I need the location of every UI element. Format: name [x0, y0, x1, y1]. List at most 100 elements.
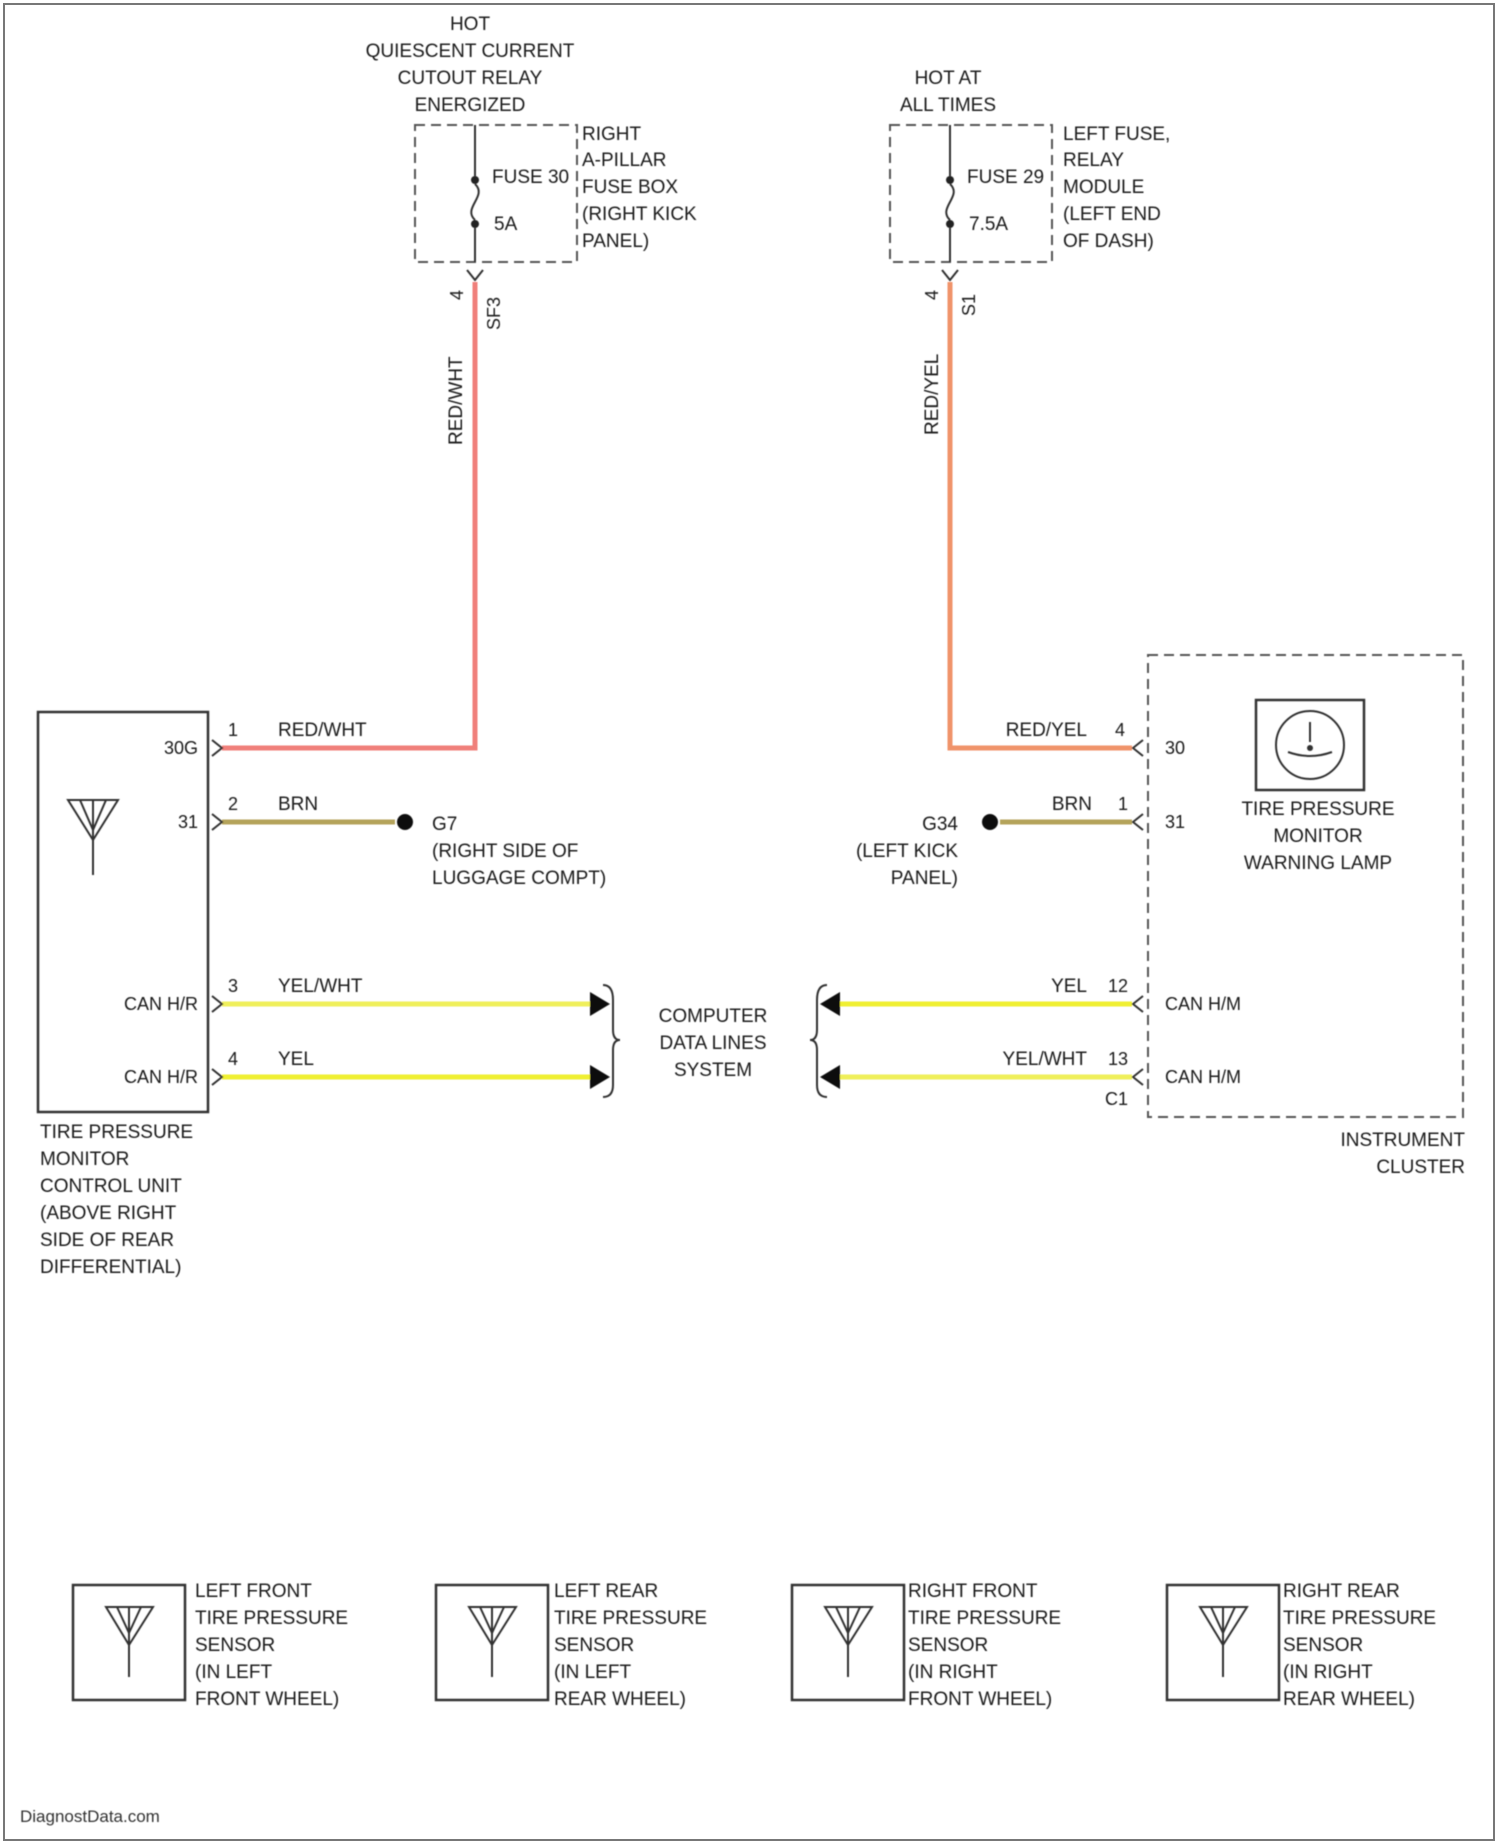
- fuse-left-location-1: RIGHT: [582, 124, 642, 145]
- fuse-left-location-2: A-PILLAR: [582, 150, 666, 171]
- data-lines-label-1: COMPUTER: [659, 1006, 768, 1027]
- cu-label-2: MONITOR: [40, 1149, 129, 1170]
- data-lines-label-3: SYSTEM: [674, 1060, 752, 1081]
- cu-pin-1-number: 1: [228, 720, 238, 740]
- fuse-left-source-2: QUIESCENT CURRENT: [366, 41, 575, 62]
- sensor-left-front-label-4: (IN LEFT: [195, 1662, 272, 1683]
- fuse-left-location-5: PANEL): [582, 231, 649, 252]
- sensor-left-front-label-5: FRONT WHEEL): [195, 1689, 339, 1710]
- fuse-left-source-4: ENERGIZED: [415, 95, 526, 116]
- ic-pin-can-high-name: CAN H/M: [1165, 994, 1241, 1014]
- ground-right-location-1: (LEFT KICK: [856, 841, 958, 862]
- fuse-right-pin: 4: [922, 290, 942, 300]
- ground-left-name: G7: [432, 814, 457, 835]
- fuse-right-location-4: (LEFT END: [1063, 204, 1161, 225]
- fuse-right-location-2: RELAY: [1063, 150, 1124, 171]
- sensor-right-front-label-5: FRONT WHEEL): [908, 1689, 1052, 1710]
- fuse-left-source-1: HOT: [450, 14, 491, 35]
- fuse-right-rating: 7.5A: [969, 214, 1008, 235]
- wire-left-power-vertical-label: RED/WHT: [446, 356, 467, 445]
- fuse-right-name: FUSE 29: [967, 167, 1044, 188]
- ground-left-location-2: LUGGAGE COMPT): [432, 868, 606, 889]
- fuse-left-connector: SF3: [484, 297, 504, 330]
- ic-pin-can-low-name: CAN H/M: [1165, 1067, 1241, 1087]
- wire-left-power-label: RED/WHT: [278, 720, 367, 741]
- wire-right-power-label: RED/YEL: [1006, 720, 1087, 741]
- ground-left-icon: [397, 814, 413, 830]
- sensor-left-front-label-1: LEFT FRONT: [195, 1581, 312, 1602]
- fuse-right-location-5: OF DASH): [1063, 231, 1154, 252]
- sensor-right-front-label-2: TIRE PRESSURE: [908, 1608, 1061, 1629]
- sensor-right-rear-label-4: (IN RIGHT: [1283, 1662, 1373, 1683]
- fuse-left-location-3: FUSE BOX: [582, 177, 678, 198]
- sensor-right-front-label-1: RIGHT FRONT: [908, 1581, 1038, 1602]
- ground-left-location-1: (RIGHT SIDE OF: [432, 841, 578, 862]
- sensor-left-rear-label-4: (IN LEFT: [554, 1662, 631, 1683]
- fuse-right-source-1: HOT AT: [915, 68, 982, 89]
- sensor-right-rear-label-2: TIRE PRESSURE: [1283, 1608, 1436, 1629]
- cu-label-6: DIFFERENTIAL): [40, 1257, 181, 1278]
- cu-pin-4-name: CAN H/R: [124, 1067, 198, 1087]
- wire-left-can-low-label: YEL: [278, 1049, 314, 1070]
- wire-right-can-high-label: YEL: [1051, 976, 1087, 997]
- cu-pin-2-number: 2: [228, 794, 238, 814]
- fuse-left-rating: 5A: [494, 214, 518, 235]
- cu-pin-3-number: 3: [228, 976, 238, 996]
- fuse-right-location-1: LEFT FUSE,: [1063, 124, 1170, 145]
- sensor-left-front-label-2: TIRE PRESSURE: [195, 1608, 348, 1629]
- cluster-label-2: CLUSTER: [1376, 1157, 1465, 1178]
- sensor-left-rear-label-2: TIRE PRESSURE: [554, 1608, 707, 1629]
- fuse-right-location-3: MODULE: [1063, 177, 1144, 198]
- sensor-left-rear-label-1: LEFT REAR: [554, 1581, 658, 1602]
- cu-pin-2-name: 31: [178, 812, 198, 832]
- cluster-label-1: INSTRUMENT: [1340, 1130, 1465, 1151]
- sensor-left-rear-label-5: REAR WHEEL): [554, 1689, 686, 1710]
- ic-pin-30-name: 30: [1165, 738, 1185, 758]
- fuse-right-terminal-top: [946, 176, 954, 184]
- ic-pin-4-number: 4: [1115, 720, 1125, 740]
- ground-right-name: G34: [922, 814, 958, 835]
- fuse-right-source-2: ALL TIMES: [900, 95, 996, 116]
- ic-pin-31-name: 31: [1165, 812, 1185, 832]
- fuse-left-name: FUSE 30: [492, 167, 569, 188]
- sensor-left-front-label-3: SENSOR: [195, 1635, 275, 1656]
- fuse-right-terminal-bottom: [946, 220, 954, 228]
- page-frame: [4, 4, 1494, 1840]
- sensor-right-front-label-3: SENSOR: [908, 1635, 988, 1656]
- ground-right-icon: [982, 814, 998, 830]
- wire-right-power-vertical-label: RED/YEL: [922, 354, 943, 435]
- cu-label-5: SIDE OF REAR: [40, 1230, 174, 1251]
- cu-label-1: TIRE PRESSURE: [40, 1122, 193, 1143]
- cu-pin-1-name: 30G: [164, 738, 198, 758]
- sensor-right-front-label-4: (IN RIGHT: [908, 1662, 998, 1683]
- lamp-label-1: TIRE PRESSURE: [1241, 799, 1394, 820]
- ground-right-location-2: PANEL): [891, 868, 958, 889]
- data-lines-label-2: DATA LINES: [660, 1033, 767, 1054]
- footer-watermark: DiagnostData.com: [20, 1807, 160, 1826]
- fuse-left-source-3: CUTOUT RELAY: [398, 68, 543, 89]
- ic-pin-12-number: 12: [1108, 976, 1128, 996]
- cu-pin-3-name: CAN H/R: [124, 994, 198, 1014]
- wire-left-ground-label: BRN: [278, 794, 318, 815]
- wire-right-ground-label: BRN: [1052, 794, 1092, 815]
- sensor-right-rear-label-3: SENSOR: [1283, 1635, 1363, 1656]
- fuse-left-terminal-bottom: [471, 220, 479, 228]
- sensor-left-rear-label-3: SENSOR: [554, 1635, 634, 1656]
- ic-pin-1-number: 1: [1118, 794, 1128, 814]
- fuse-left-terminal-top: [471, 176, 479, 184]
- wire-left-can-high-label: YEL/WHT: [278, 976, 363, 997]
- ic-pin-13-number: 13: [1108, 1049, 1128, 1069]
- wire-right-can-low-label: YEL/WHT: [1003, 1049, 1088, 1070]
- fuse-left-pin: 4: [447, 290, 467, 300]
- cu-label-4: (ABOVE RIGHT: [40, 1203, 177, 1224]
- lamp-label-3: WARNING LAMP: [1244, 853, 1392, 874]
- ic-connector-label: C1: [1105, 1089, 1128, 1109]
- cu-label-3: CONTROL UNIT: [40, 1176, 182, 1197]
- lamp-label-2: MONITOR: [1273, 826, 1362, 847]
- fuse-left-location-4: (RIGHT KICK: [582, 204, 697, 225]
- sensor-right-rear-label-5: REAR WHEEL): [1283, 1689, 1415, 1710]
- sensor-right-rear-label-1: RIGHT REAR: [1283, 1581, 1400, 1602]
- fuse-right-connector: S1: [959, 294, 979, 316]
- cu-pin-4-number: 4: [228, 1049, 238, 1069]
